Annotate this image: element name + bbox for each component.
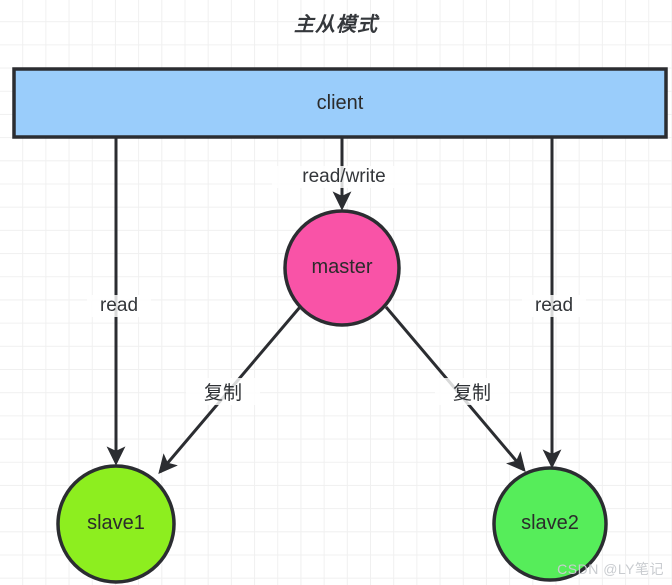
watermark: CSDN @LY笔记 [557, 561, 664, 577]
edge-label-read-slave1: read [87, 295, 151, 317]
node-slave2[interactable] [492, 466, 608, 582]
node-slave1[interactable] [56, 464, 176, 584]
edge-label-read-slave2: read [522, 295, 586, 317]
edge-label-replicate-slave1: 复制 [186, 378, 260, 405]
diagram-title: 主从模式 [294, 14, 378, 36]
edge-label-replicate-slave2: 复制 [435, 378, 509, 405]
node-master[interactable] [283, 209, 401, 327]
node-client[interactable] [12, 67, 668, 139]
edge-label-read-write: read/write [272, 166, 416, 188]
